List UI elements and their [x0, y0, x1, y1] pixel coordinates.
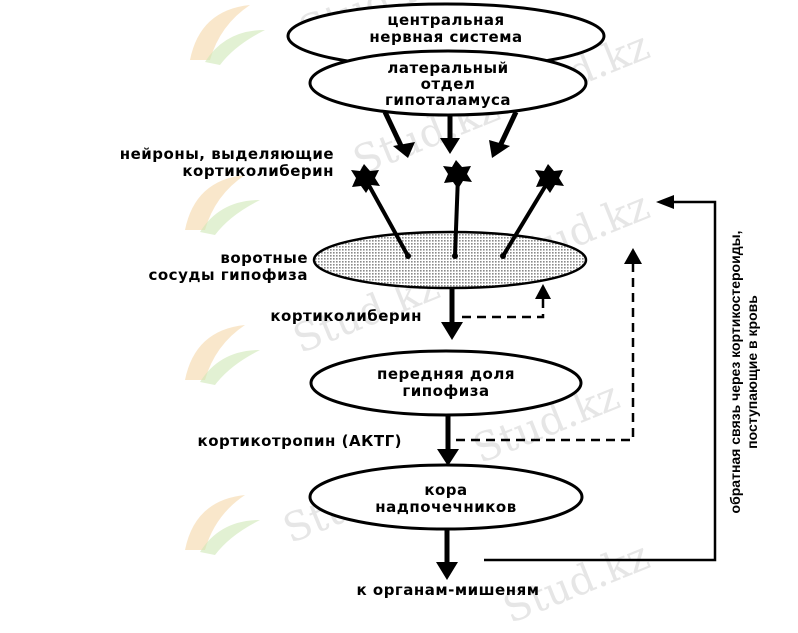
arrow-hypo-left [382, 110, 406, 152]
arrowhead [437, 449, 459, 466]
targets-label: к органам-мишеням [356, 581, 540, 599]
axon-left [364, 179, 410, 257]
portal-vessels-ellipse [312, 230, 588, 290]
arrowhead [441, 322, 463, 340]
arrowhead [489, 140, 510, 158]
arrowhead [440, 138, 460, 154]
axon-terminal [452, 253, 458, 259]
hypothalamus-ellipse [308, 49, 588, 117]
arrowhead [624, 248, 642, 264]
adrenal-cortex-ellipse [308, 463, 584, 531]
arrowhead [535, 284, 551, 299]
arrowhead [393, 142, 415, 158]
neuron-star-icon [443, 160, 472, 189]
axon-terminal [405, 253, 411, 259]
axon-right [501, 178, 551, 258]
portal-vessels-label: воротные сосуды гипофиза [148, 249, 308, 284]
arrow-hypo-right [497, 110, 519, 148]
anterior-pituitary-label: передняя доля гипофиза [377, 365, 515, 400]
cns-label: центральная нервная система [369, 11, 523, 46]
adrenal-cortex-label: кора надпочечников [375, 481, 517, 516]
hpa-axis-diagram [286, 2, 717, 580]
neuron-star-icon [535, 164, 564, 193]
watermark-logo-icon [190, 5, 265, 65]
systemic-feedback-line [484, 200, 717, 562]
corticoliberin-label: кортиколиберин [270, 307, 422, 325]
arrowhead [656, 195, 674, 209]
watermark-logo-icon [185, 175, 260, 235]
feedback-label: обратная связь через кортикостероиды, по… [727, 230, 760, 514]
axon-terminal [500, 253, 506, 259]
short-feedback-line [462, 296, 545, 319]
acth-label: кортикотропин (АКТГ) [197, 432, 402, 450]
axon-center [453, 175, 460, 257]
arrowhead [436, 562, 458, 580]
watermark-logo-icon [185, 325, 260, 385]
neurons-label: нейроны, выделяющие кортиколиберин [119, 145, 334, 180]
hypothalamus-label: латеральный отдел гипоталамуса [385, 59, 511, 109]
watermark-logo-icon [185, 495, 260, 555]
neuron-star-icon [351, 164, 380, 193]
